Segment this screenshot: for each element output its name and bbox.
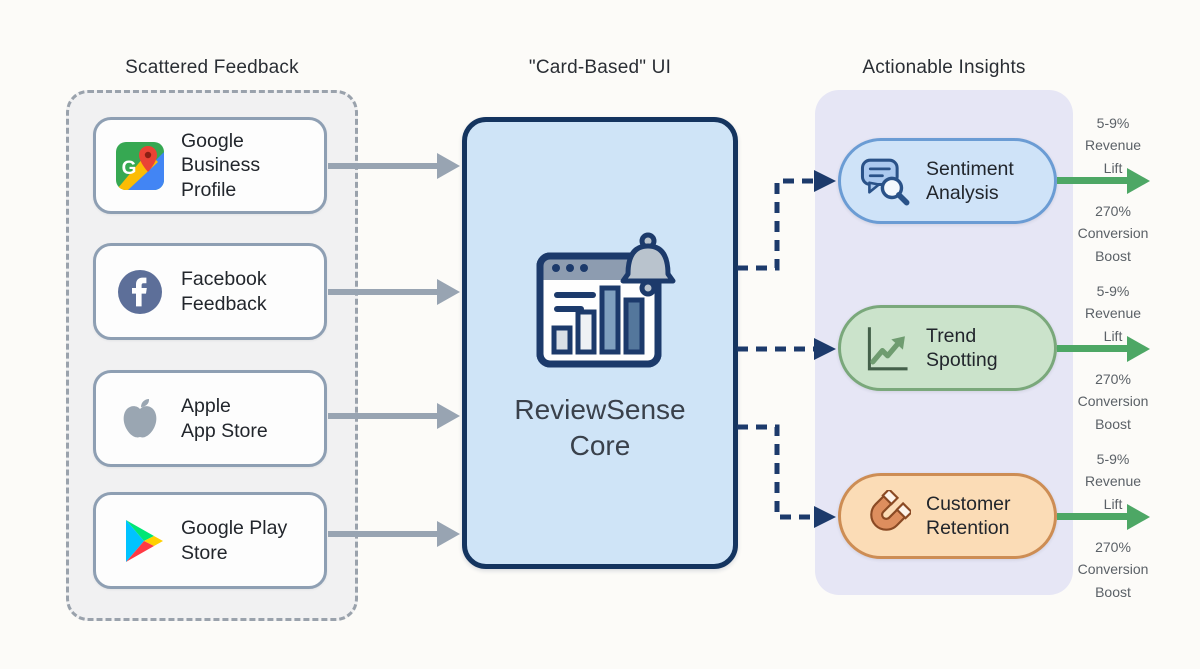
metric-revenue-lift: 5-9% Revenue Lift	[1084, 283, 1142, 344]
outcome-arrow-head	[1127, 504, 1150, 530]
reviewsense-core-card: ReviewSense Core	[462, 117, 738, 569]
metric-revenue-lift: 5-9% Revenue Lift	[1084, 115, 1142, 176]
outcome-arrow-line	[1057, 513, 1129, 520]
source-card-apple: Apple App Store	[93, 370, 327, 467]
source-arrow-head	[437, 153, 460, 179]
outcome-arrow-line	[1057, 345, 1129, 352]
core-section-title: "Card-Based" UI	[528, 57, 672, 78]
metric-conversion-boost: 270% Conversion Boost	[1077, 203, 1149, 264]
insight-pill-trend-spotting: Trend Spotting	[838, 305, 1057, 391]
source-card-label: Facebook Feedback	[181, 268, 267, 315]
customer-retention-icon	[870, 490, 911, 531]
source-arrow-head	[437, 521, 460, 547]
source-card-label: Google Business Profile	[181, 130, 261, 201]
source-card-google-play: Google Play Store	[93, 492, 327, 589]
bell-icon	[620, 232, 676, 297]
source-card-facebook: Facebook Feedback	[93, 243, 327, 340]
source-arrow-head	[437, 403, 460, 429]
source-card-label: Apple App Store	[181, 395, 268, 442]
svg-text:G: G	[122, 158, 137, 179]
source-arrow-line	[328, 289, 438, 295]
insights-section-title: Actionable Insights	[862, 57, 1026, 78]
outcome-arrow-head	[1127, 168, 1150, 194]
source-arrow-head	[437, 279, 460, 305]
source-arrow-line	[328, 163, 438, 169]
source-arrow-line	[328, 531, 438, 537]
outcome-arrow-line	[1057, 177, 1129, 184]
apple-icon	[123, 398, 157, 437]
source-arrow-line	[328, 413, 438, 419]
metric-revenue-lift: 5-9% Revenue Lift	[1084, 451, 1142, 512]
metric-conversion-boost: 270% Conversion Boost	[1077, 371, 1149, 432]
insight-pill-label: Trend Spotting	[926, 324, 998, 371]
trend-spotting-icon	[867, 327, 908, 371]
flow-dashed-connector-top	[737, 178, 816, 271]
metric-conversion-boost: 270% Conversion Boost	[1077, 539, 1149, 600]
insight-pill-customer-retention: Customer Retention	[838, 473, 1057, 559]
facebook-icon	[118, 269, 162, 314]
outcome-arrow-head	[1127, 336, 1150, 362]
google-play-icon	[126, 519, 163, 562]
google-business-profile-icon: G	[116, 141, 164, 190]
insight-pill-sentiment-analysis: Sentiment Analysis	[838, 138, 1057, 224]
dashboard-notification-icon	[536, 232, 676, 368]
flow-dashed-connector-bottom	[737, 424, 816, 520]
core-label: ReviewSense Core	[514, 394, 686, 462]
sources-section-title: Scattered Feedback	[125, 57, 299, 78]
sentiment-analysis-icon	[860, 158, 910, 206]
insight-pill-label: Customer Retention	[926, 492, 1011, 539]
insight-pill-label: Sentiment Analysis	[926, 157, 1014, 204]
source-card-google-business: G Google Business Profile	[93, 117, 327, 214]
source-card-label: Google Play Store	[181, 517, 288, 564]
